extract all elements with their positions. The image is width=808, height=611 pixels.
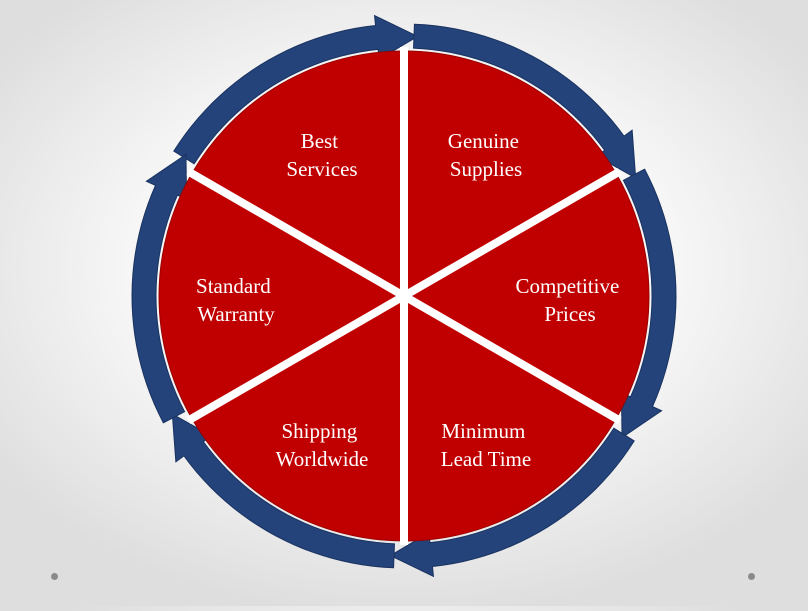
label-standard-warranty-line-1: Standard bbox=[196, 274, 271, 298]
label-genuine-supplies: Genuine Supplies bbox=[448, 129, 524, 181]
cycle-arrow bbox=[131, 153, 188, 424]
arrows-layer bbox=[131, 14, 677, 578]
label-competitive-prices-line-1: Competitive bbox=[515, 274, 619, 298]
label-minimum-lead-time: Minimum Lead Time bbox=[441, 419, 531, 471]
segment-separator bbox=[401, 168, 622, 300]
cycle-arrow bbox=[173, 14, 419, 165]
label-best-services-line-2: Services bbox=[286, 157, 357, 181]
label-standard-warranty: Standard Warranty bbox=[196, 274, 276, 326]
segment-minimum-lead-time bbox=[403, 295, 617, 542]
label-genuine-supplies-line-2: Supplies bbox=[450, 157, 522, 181]
cycle-arrow bbox=[171, 413, 395, 569]
label-competitive-prices-line-2: Prices bbox=[544, 302, 595, 326]
segments-layer bbox=[158, 50, 650, 542]
segment-standard-warranty bbox=[158, 172, 406, 420]
label-standard-warranty-line-2: Warranty bbox=[197, 302, 275, 326]
label-minimum-lead-time-line-2: Lead Time bbox=[441, 447, 531, 471]
label-genuine-supplies-line-1: Genuine bbox=[448, 129, 519, 153]
label-best-services: Best Services bbox=[286, 129, 357, 181]
label-shipping-worldwide: Shipping Worldwide bbox=[276, 419, 369, 471]
label-shipping-worldwide-line-2: Worldwide bbox=[276, 447, 369, 471]
segment-separator bbox=[186, 168, 407, 300]
label-shipping-worldwide-line-1: Shipping bbox=[281, 419, 357, 443]
cycle-arrow bbox=[620, 168, 677, 439]
segment-separator bbox=[186, 292, 407, 424]
segment-competitive-prices bbox=[402, 172, 650, 420]
bottom-right-dot bbox=[748, 573, 755, 580]
label-competitive-prices: Competitive Prices bbox=[515, 274, 624, 326]
bottom-left-dot bbox=[51, 573, 58, 580]
labels-layer: Best Services Genuine Supplies Competiti… bbox=[196, 129, 624, 471]
cycle-arrow bbox=[389, 427, 635, 578]
segment-separator bbox=[401, 292, 622, 424]
label-best-services-line-1: Best bbox=[301, 129, 339, 153]
separators-layer bbox=[186, 47, 622, 545]
cycle-arrow bbox=[413, 23, 637, 179]
segment-shipping-worldwide bbox=[191, 295, 405, 542]
segment-genuine-supplies bbox=[403, 50, 617, 297]
segment-best-services bbox=[191, 50, 405, 297]
label-minimum-lead-time-line-1: Minimum bbox=[441, 419, 525, 443]
